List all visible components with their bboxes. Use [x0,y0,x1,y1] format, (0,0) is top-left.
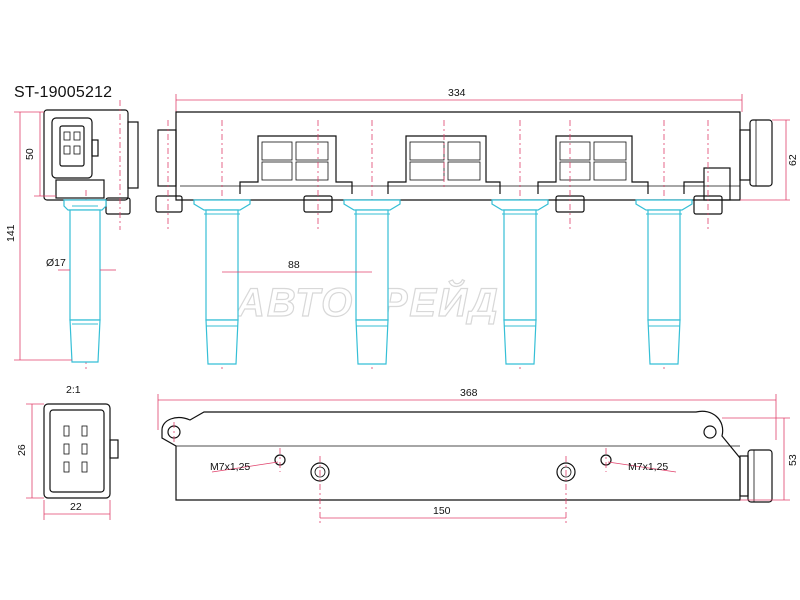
dim-bottom-length: 368 [460,387,478,399]
dim-boot-diameter: Ø17 [46,257,66,269]
dim-connector-width: 22 [70,501,82,513]
scale-label: 2:1 [66,384,81,396]
dim-top-height: 50 [24,148,36,160]
dim-height-total: 141 [5,224,17,242]
part-number: ST-19005212 [14,84,113,101]
dim-right-height: 62 [787,154,799,166]
dim-bottom-height: 53 [787,454,799,466]
dim-hole-spacing: 150 [433,505,451,517]
connector-detail: 2:1 26 22 [16,384,119,520]
thread-label-left: M7x1,25 [210,461,250,473]
dim-top-length: 334 [448,87,466,99]
front-view: 334 62 [155,87,799,370]
height-dimensions: 141 50 Ø17 [5,111,116,361]
dim-boot-spacing: 88 [288,259,300,271]
dim-connector-height: 26 [16,444,28,456]
thread-label-right: M7x1,25 [628,461,668,473]
side-view [43,100,139,370]
coil-boots [193,199,693,365]
bottom-view: 368 53 M7x1,25 M7x1,25 150 [157,387,799,524]
